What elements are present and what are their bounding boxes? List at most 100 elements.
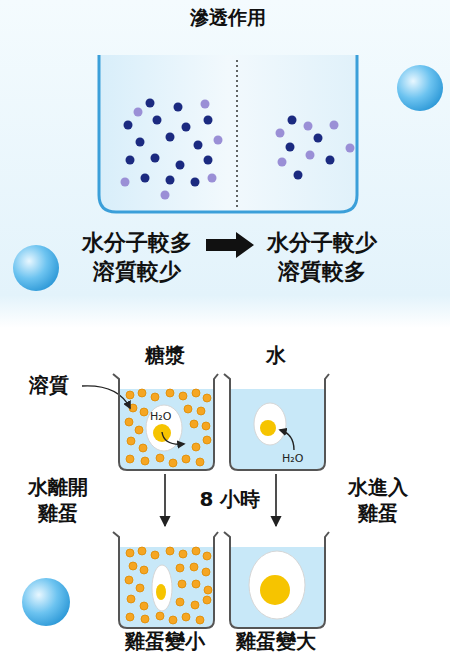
- flow-arrow: [164, 474, 166, 526]
- swollen-egg: [249, 551, 305, 619]
- solute-particle: [214, 136, 223, 145]
- solute-dot: [125, 418, 133, 426]
- solute-dot: [126, 549, 134, 557]
- solute-particle: [121, 178, 130, 187]
- beaker-outline: [224, 532, 329, 628]
- solute-dot: [184, 405, 192, 413]
- solute-dot: [196, 616, 204, 624]
- egg-yolk: [260, 420, 276, 436]
- solute-dot: [192, 443, 200, 451]
- water-in-arrow: [280, 430, 294, 450]
- egg-yolk: [260, 575, 290, 605]
- solute-dot: [182, 613, 190, 621]
- solute-dot: [192, 547, 200, 555]
- solute-dot: [192, 389, 200, 397]
- solute-dot: [156, 454, 164, 462]
- solute-dot: [166, 389, 174, 397]
- water-molecule: [182, 123, 191, 132]
- solute-dot: [182, 455, 190, 463]
- solute-dot: [140, 408, 148, 416]
- solute-dot: [202, 422, 210, 430]
- solute-particle: [201, 100, 210, 109]
- solute-dot: [202, 568, 210, 576]
- solute-dot: [138, 389, 146, 397]
- solute-dot: [127, 595, 135, 603]
- solute-dot: [151, 551, 159, 559]
- water-molecule: [166, 176, 175, 185]
- solute-particle: [276, 129, 285, 138]
- solute-dot: [179, 550, 187, 558]
- solute-particle: [304, 122, 313, 131]
- solute-dot: [126, 613, 134, 621]
- solute-dot: [190, 420, 198, 428]
- solute-dot: [136, 584, 144, 592]
- solute-dot: [141, 457, 149, 465]
- water-molecule: [176, 161, 185, 170]
- direction-arrow: [206, 232, 254, 258]
- solute-dot: [125, 576, 133, 584]
- solute-dot: [196, 458, 204, 466]
- solute-dot: [176, 564, 184, 572]
- water-molecule: [151, 154, 160, 163]
- osmosis-container: [99, 55, 357, 212]
- solute-dot: [127, 437, 135, 445]
- egg: [254, 403, 286, 445]
- shrunken-egg: [152, 565, 172, 611]
- solute-dot: [176, 598, 184, 606]
- decor-bubble: [397, 65, 443, 111]
- water-molecule: [326, 156, 335, 165]
- solute-dot: [139, 444, 147, 452]
- comparison-note: 水分子較多 溶質較少: [76, 229, 198, 286]
- water-liquid: [231, 389, 324, 469]
- water-beaker: 水H₂O: [223, 340, 329, 472]
- solute-dot: [169, 459, 177, 467]
- solute-dot: [204, 586, 212, 594]
- decor-bubble: [13, 245, 59, 291]
- solute-particle: [208, 174, 217, 183]
- water-out-arrow: [162, 432, 184, 444]
- solute-particle: [278, 158, 287, 167]
- beaker-outline: [224, 374, 329, 470]
- water-molecule: [204, 156, 213, 165]
- water-molecule: [288, 116, 297, 125]
- solute-particle: [346, 144, 355, 153]
- solute-dot: [178, 580, 186, 588]
- beaker-outline: [113, 532, 218, 628]
- membrane-line: [236, 60, 238, 210]
- solute-dot: [140, 566, 148, 574]
- solute-dot: [203, 436, 211, 444]
- edge-label: 水進入 雞蛋: [344, 474, 412, 526]
- flow-arrow: [275, 474, 277, 526]
- water-molecule: [136, 138, 145, 147]
- time-label: 8 小時: [185, 486, 275, 512]
- water-molecule: [166, 133, 175, 142]
- solute-dot: [190, 563, 198, 571]
- molecule-label: H₂O: [282, 452, 303, 465]
- solute-dot: [166, 547, 174, 555]
- water-molecule: [124, 121, 133, 130]
- water-beaker-result: 雞蛋變大: [223, 528, 329, 656]
- solute-dot: [191, 601, 199, 609]
- solute-dot: [126, 455, 134, 463]
- solute-dot: [151, 393, 159, 401]
- water-molecule: [286, 143, 295, 152]
- solute-particle: [161, 191, 170, 200]
- solute-dot: [126, 391, 134, 399]
- water-molecule: [146, 99, 155, 108]
- water-molecule: [153, 116, 162, 125]
- solute-dot: [197, 407, 205, 415]
- beaker-heading: 糖漿: [112, 342, 218, 368]
- solute-dot: [169, 616, 177, 624]
- solute-dot: [203, 552, 211, 560]
- molecule-label: H₂O: [150, 410, 171, 423]
- water-molecule: [294, 171, 303, 180]
- water-molecule: [204, 116, 213, 125]
- water-liquid: [231, 547, 324, 627]
- syrup-beaker-result: 雞蛋變小: [112, 528, 218, 656]
- decor-bubble: [22, 578, 70, 626]
- result-label: 雞蛋變大: [203, 628, 349, 654]
